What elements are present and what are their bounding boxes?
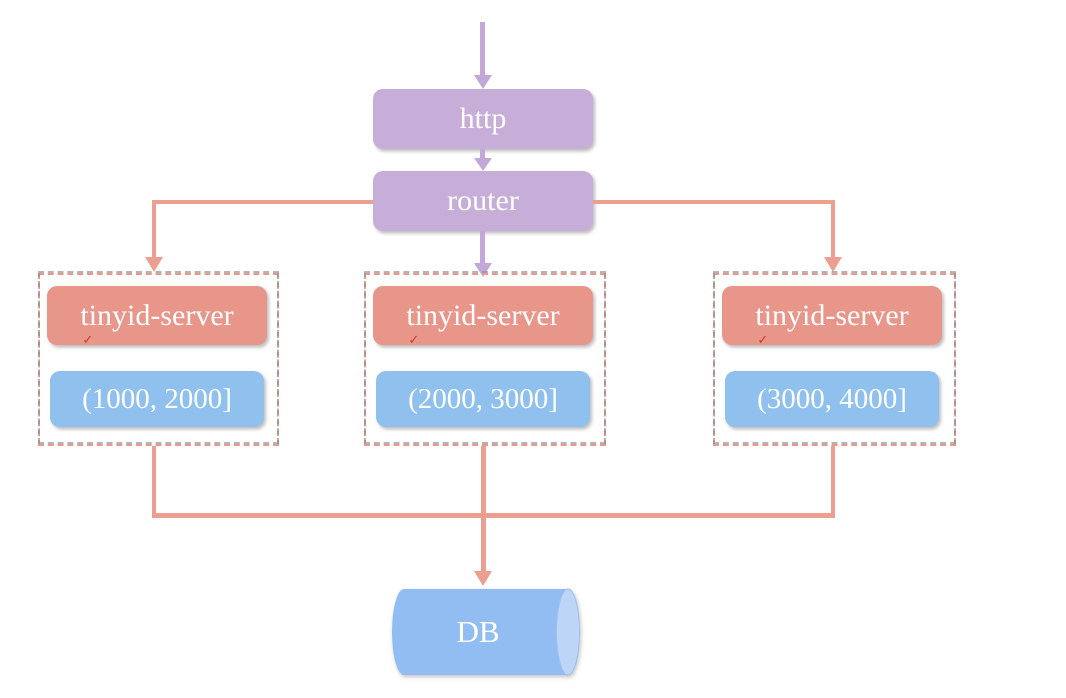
range-node-2: (2000, 3000] (376, 371, 590, 427)
tinyid-server-label-2: tinyid-server ✓ (406, 298, 560, 347)
router-node: router (373, 171, 593, 231)
arrow-incoming-head-icon (474, 75, 492, 89)
tinyid-server-group-2: tinyid-server ✓ (2000, 3000] (364, 271, 606, 446)
tinyid-server-group-1: tinyid-server ✓ (1000, 2000] (38, 271, 279, 446)
tinyid-server-label-1: tinyid-server ✓ (80, 298, 234, 347)
tinyid-server-label-3: tinyid-server ✓ (755, 298, 909, 347)
db-node: DB (390, 588, 580, 676)
collector-right-vertical (831, 446, 835, 517)
http-node-label: http (459, 102, 507, 135)
tinyid-server-text-3: tinyid-server (755, 298, 909, 332)
tinyid-server-group-3: tinyid-server ✓ (3000, 4000] (713, 271, 956, 446)
tinyid-server-text-1: tinyid-server (80, 298, 234, 332)
arrow-incoming-stem (480, 22, 485, 75)
arrow-http-router-stem (480, 149, 485, 159)
range-label-3: (3000, 4000] (757, 382, 907, 415)
db-cylinder-icon (392, 588, 580, 676)
collector-left-vertical (152, 446, 156, 517)
range-label-1: (1000, 2000] (82, 382, 232, 415)
branch-right-head-icon (824, 257, 842, 272)
collector-middle-vertical (481, 446, 486, 572)
branch-right-vertical (831, 200, 835, 258)
branch-right-horizontal (593, 200, 833, 204)
tinyid-server-node-3: tinyid-server ✓ (722, 286, 942, 347)
range-node-3: (3000, 4000] (725, 371, 939, 427)
branch-left-horizontal (154, 200, 373, 204)
router-node-label: router (447, 184, 519, 217)
db-node-label: DB (456, 614, 500, 649)
tinyid-server-node-2: tinyid-server ✓ (373, 286, 593, 347)
range-node-1: (1000, 2000] (50, 371, 264, 427)
arrow-http-router-head-icon (474, 158, 492, 171)
tinyid-server-node-1: tinyid-server ✓ (47, 286, 267, 347)
spellcheck-mark-icon: ✓ (408, 332, 420, 348)
tinyid-server-text-2: tinyid-server (406, 298, 560, 332)
spellcheck-mark-icon: ✓ (757, 332, 769, 348)
collector-horizontal (152, 513, 835, 518)
arrow-router-middle-stem (480, 231, 485, 264)
arrow-db-head-icon (474, 571, 492, 586)
range-label-2: (2000, 3000] (408, 382, 558, 415)
http-node: http (373, 89, 593, 149)
spellcheck-mark-icon: ✓ (82, 332, 94, 348)
branch-left-vertical (152, 200, 156, 258)
branch-left-head-icon (145, 257, 163, 272)
